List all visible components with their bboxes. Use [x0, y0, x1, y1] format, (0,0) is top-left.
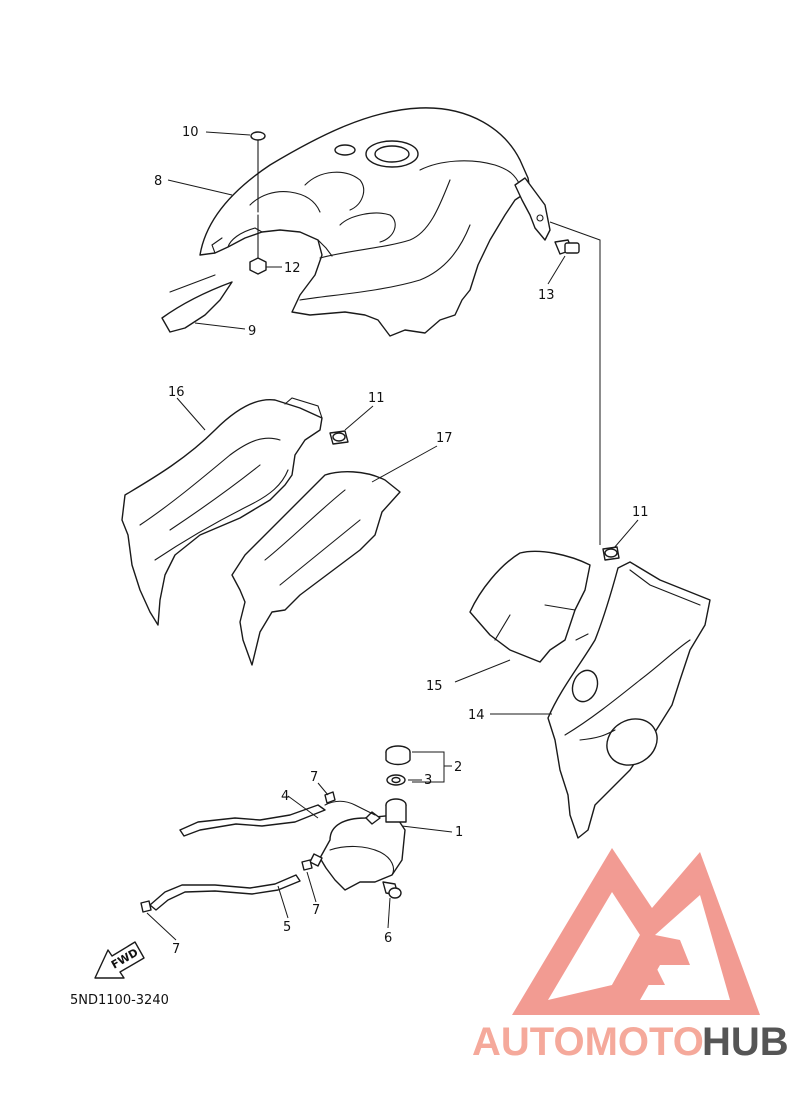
gasket-part-3	[386, 774, 406, 786]
nut-part-12	[249, 214, 267, 275]
hose-part-5	[149, 874, 301, 911]
cap-part-2	[385, 745, 411, 766]
label-4: 4	[281, 789, 289, 804]
reservoir-tank-part-1	[309, 798, 407, 891]
label-7-left: 7	[172, 942, 180, 957]
label-6: 6	[384, 931, 392, 946]
label-9: 9	[248, 324, 256, 339]
label-3: 3	[424, 773, 432, 788]
screw-part-10	[250, 131, 266, 213]
label-7-mid: 7	[312, 903, 320, 918]
cover-bracket	[514, 177, 551, 241]
label-11-upper: 11	[368, 391, 385, 406]
label-15: 15	[426, 679, 443, 694]
label-13: 13	[538, 288, 555, 303]
watermark-logo	[512, 848, 760, 1015]
label-8: 8	[154, 174, 162, 189]
label-5: 5	[283, 920, 291, 935]
watermark-text-accent: AUTOMOTO	[472, 1020, 704, 1064]
tank-cover-part-8	[199, 107, 531, 337]
bolt-part-13	[554, 239, 580, 255]
hose-part-4	[179, 800, 376, 837]
decal-part-9	[161, 274, 233, 333]
clip-part-7-left	[140, 900, 152, 913]
part-numbers: 10 8 12 9 13 16 11 17 11 15 14 2 3 1 7 4…	[154, 125, 649, 957]
watermark-text-dark: HUB	[702, 1020, 789, 1064]
leader-lines	[146, 131, 639, 941]
clip-part-7-mid	[301, 859, 313, 871]
side-cover-part-16	[121, 397, 323, 626]
label-12: 12	[284, 261, 301, 276]
label-11-lower: 11	[632, 505, 649, 520]
label-17: 17	[436, 431, 453, 446]
alignment-line	[549, 221, 601, 545]
side-cover-part-14	[547, 561, 711, 839]
watermark-text: AUTOMOTO HUB	[472, 1020, 789, 1064]
label-16: 16	[168, 385, 185, 400]
label-14: 14	[468, 708, 485, 723]
label-2: 2	[454, 760, 462, 775]
fwd-arrow-icon: FWD	[94, 941, 145, 979]
label-10: 10	[182, 125, 199, 140]
label-7-top: 7	[310, 770, 318, 785]
pad-part-15	[469, 550, 591, 663]
grommet-part-11-lower	[602, 546, 620, 561]
pad-part-17	[231, 471, 401, 666]
diagram-code: 5ND1100-3240	[70, 993, 169, 1008]
grommet-part-11-upper	[329, 430, 349, 445]
label-1: 1	[455, 825, 463, 840]
bolt-part-6	[382, 881, 402, 899]
